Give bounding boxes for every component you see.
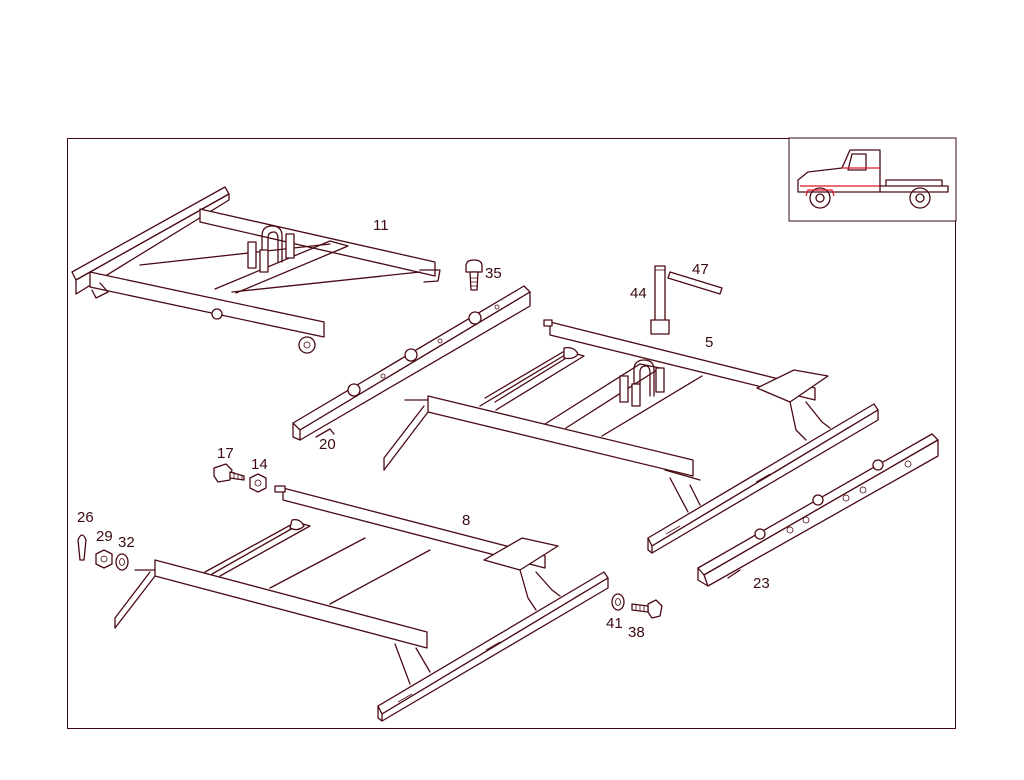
label-part-47: 47: [692, 261, 709, 278]
label-part-23: 23: [753, 575, 770, 592]
part-47-rod: [667, 271, 723, 295]
part-44-pin: [650, 265, 670, 335]
part-26-cotter-pin: [77, 534, 87, 561]
part-32-washer: [115, 553, 129, 571]
part-38-bolt: [631, 599, 663, 619]
part-41-washer: [611, 593, 625, 611]
label-part-32: 32: [118, 534, 135, 551]
part-17-bolt: [213, 463, 245, 483]
part-20-rail: [292, 285, 531, 441]
label-part-8: 8: [462, 512, 470, 529]
label-part-5: 5: [705, 334, 713, 351]
label-part-44: 44: [630, 285, 647, 302]
part-8-frame: [114, 485, 561, 685]
label-part-35: 35: [485, 265, 502, 282]
label-part-11: 11: [373, 217, 389, 234]
label-part-17: 17: [217, 445, 234, 462]
label-part-20: 20: [319, 436, 336, 453]
part-5-side-rail: [647, 403, 879, 554]
part-8-side-rail: [377, 571, 609, 722]
part-29-nut: [95, 549, 113, 569]
label-part-29: 29: [96, 528, 113, 545]
thumbnail-inset: [788, 137, 957, 222]
part-35-bolt: [465, 259, 483, 291]
part-5-frame: [383, 319, 831, 513]
label-part-26: 26: [77, 509, 94, 526]
part-11-frame: [71, 186, 441, 354]
part-23-rail: [697, 433, 939, 587]
label-part-41: 41: [606, 615, 623, 632]
label-part-38: 38: [628, 624, 645, 641]
label-part-14: 14: [251, 456, 268, 473]
part-14-nut: [249, 473, 267, 493]
truck-side-view-icon: [797, 149, 949, 209]
